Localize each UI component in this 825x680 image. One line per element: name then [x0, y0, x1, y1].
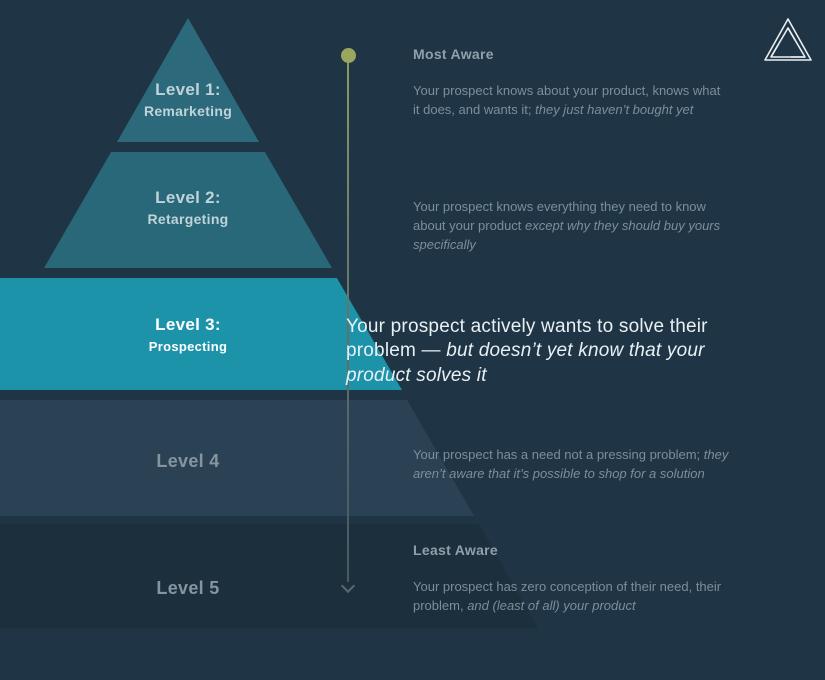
- pyramid-label-level5: Level 5: [78, 578, 298, 599]
- level4-text: Your prospect has a need not a pressing …: [413, 447, 704, 462]
- level5-title: Level 5: [156, 578, 220, 598]
- level1-subtitle: Remarketing: [143, 103, 233, 119]
- level3-description: Your prospect actively wants to solve th…: [346, 315, 746, 388]
- level2-title: Level 2:: [155, 188, 221, 207]
- most-aware-text: Your prospect knows about your product, …: [413, 83, 721, 118]
- least-aware-text-italic: and (least of all) your product: [467, 598, 636, 614]
- level4-title: Level 4: [156, 451, 220, 471]
- awareness-timeline-line: [347, 58, 349, 582]
- timeline-start-dot: [341, 48, 356, 63]
- level1-title: Level 1:: [155, 80, 221, 99]
- level3-subtitle: Prospecting: [148, 339, 228, 354]
- pyramid-band-level4: [0, 400, 474, 516]
- pyramid-label-level4: Level 4: [78, 451, 298, 472]
- most-aware-description: Your prospect knows about your product, …: [413, 81, 725, 119]
- level2-subtitle: Retargeting: [147, 211, 229, 227]
- pyramid-level3-shape: [0, 278, 402, 390]
- level3-title: Level 3:: [155, 315, 221, 334]
- most-aware-heading: Most Aware: [413, 46, 494, 62]
- level2-text-italic: except why they should buy yours specifi…: [413, 218, 721, 253]
- penrose-triangle-logo: [764, 18, 812, 61]
- level3-text: Your prospect actively wants to solve th…: [346, 316, 708, 362]
- least-aware-text: Your prospect has zero conception of the…: [413, 579, 722, 614]
- pyramid-label-level3: Level 3: Prospecting: [78, 315, 298, 354]
- level4-description: Your prospect has a need not a pressing …: [413, 445, 743, 483]
- most-aware-text-italic: they just haven’t bought yet: [535, 102, 694, 118]
- level3-text-italic: but doesn’t yet know that your product s…: [346, 340, 705, 386]
- level2-text: Your prospect knows everything they need…: [413, 199, 706, 234]
- least-aware-heading: Least Aware: [413, 542, 499, 558]
- pyramid-band-level5: [0, 524, 538, 628]
- least-aware-description: Your prospect has zero conception of the…: [413, 577, 765, 615]
- level4-text-italic: they aren’t aware that it’s possible to …: [413, 447, 729, 482]
- pyramid-label-level2: Level 2: Retargeting: [78, 188, 298, 227]
- level2-description: Your prospect knows everything they need…: [413, 197, 735, 255]
- pyramid-label-level1: Level 1: Remarketing: [78, 80, 298, 119]
